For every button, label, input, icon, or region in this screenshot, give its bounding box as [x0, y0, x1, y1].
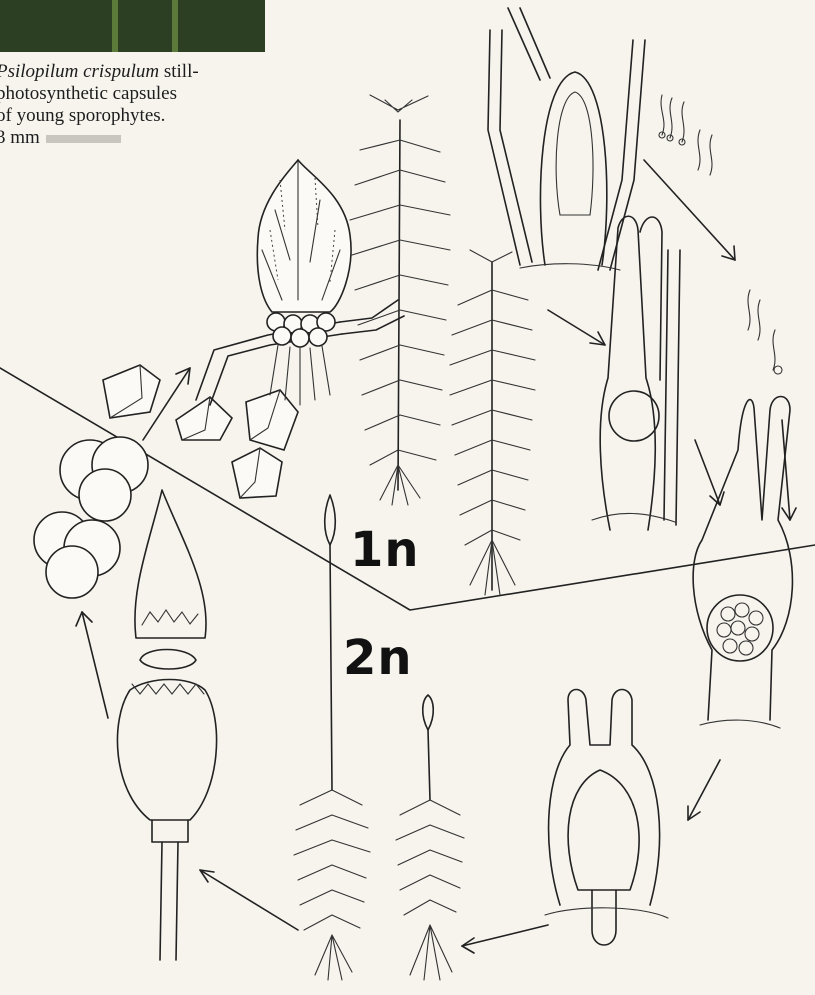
spore-tetrads [34, 437, 148, 598]
haploid-label: 1n [350, 522, 420, 578]
arrow-to-spores [82, 612, 108, 718]
arrow-top-archegonium [548, 310, 605, 345]
embryo-cells [717, 603, 763, 655]
arrow-sperm-path [644, 160, 735, 260]
gametophyte-shoot-left [350, 95, 450, 505]
diploid-label: 2n [343, 630, 413, 686]
cycle-arrows [76, 160, 796, 953]
arrow-to-embryo [688, 760, 720, 820]
archegonium-embryo [545, 690, 668, 946]
archegonium-top [488, 8, 645, 270]
protonema-bud [196, 160, 404, 405]
arrow-to-capsule [200, 870, 298, 930]
arrow-to-fertilization [695, 440, 720, 505]
young-sporophyte-right [396, 695, 464, 980]
gametophyte-shoot-right [450, 250, 535, 595]
mature-capsule [117, 490, 216, 960]
archegonium-egg-stage [592, 216, 680, 530]
sperm-cells [659, 95, 782, 374]
bud-base-cells [267, 313, 335, 347]
arrow-to-sporophyte [462, 925, 548, 946]
